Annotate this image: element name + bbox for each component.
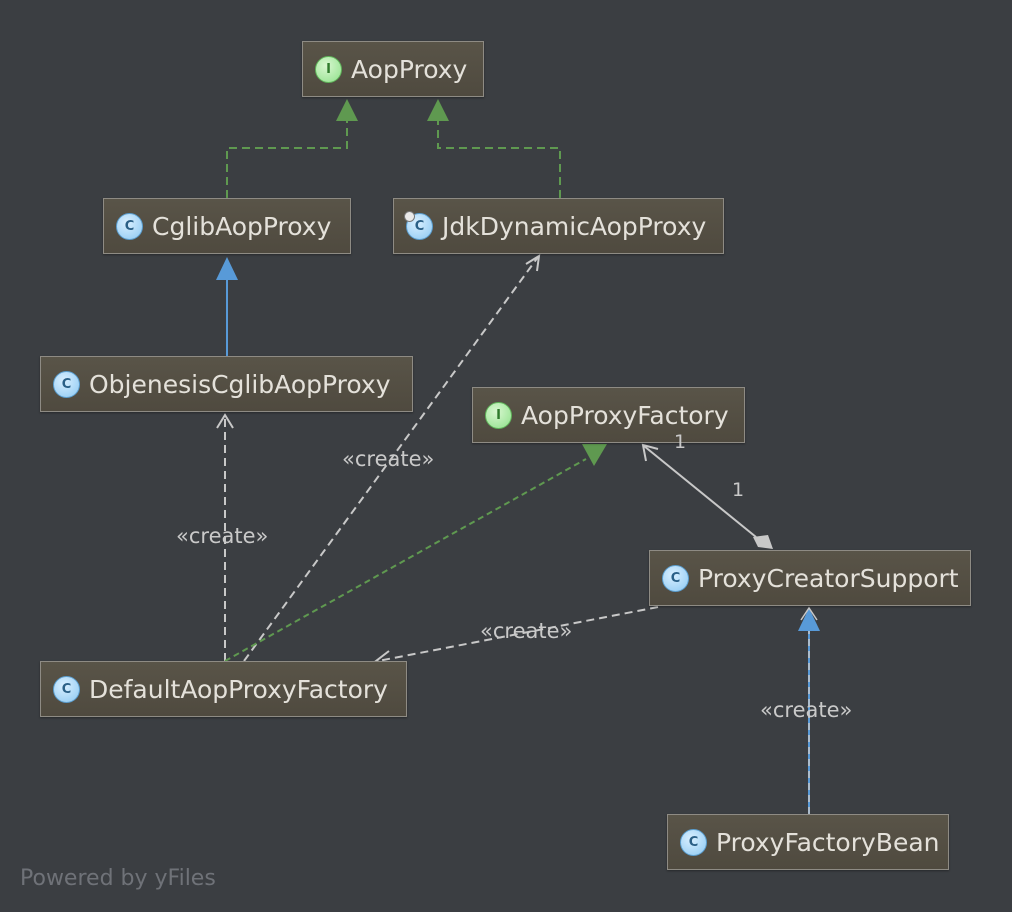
open-arrowhead <box>800 606 818 621</box>
open-arrowhead <box>525 254 541 272</box>
node-objenesis-cglib-aop-proxy[interactable]: C ObjenesisCglibAopProxy <box>40 356 413 412</box>
edge-jdk-implements-aopproxy <box>437 118 561 198</box>
edge-label-create-jdk: «create» <box>342 447 435 471</box>
edge-create-jdk <box>243 256 539 662</box>
node-proxy-factory-bean[interactable]: C ProxyFactoryBean <box>667 814 949 870</box>
node-label: JdkDynamicAopProxy <box>442 211 707 241</box>
node-cglib-aop-proxy[interactable]: C CglibAopProxy <box>103 198 351 254</box>
class-icon: C <box>53 370 80 398</box>
node-label: ProxyCreatorSupport <box>698 563 959 593</box>
node-default-aop-proxy-factory[interactable]: C DefaultAopProxyFactory <box>40 661 407 717</box>
edge-create-default <box>377 606 659 662</box>
multiplicity-target: 1 <box>674 431 687 453</box>
class-icon: C <box>680 828 707 856</box>
edge-label-create-proxyfactorybean: «create» <box>760 698 853 722</box>
generalization-arrowhead <box>216 257 238 280</box>
edge-default-implements-aopproxyfactory <box>224 458 587 662</box>
class-icon: C <box>53 675 80 703</box>
generalization-arrowhead <box>798 608 820 631</box>
open-arrowhead <box>216 413 234 429</box>
edge-label-create-default: «create» <box>480 619 573 643</box>
interface-icon: I <box>485 401 512 429</box>
realization-arrowhead <box>336 99 358 121</box>
node-label: AopProxy <box>351 54 468 84</box>
node-aop-proxy-factory[interactable]: I AopProxyFactory <box>472 387 745 443</box>
powered-by-footer: Powered by yFiles <box>20 866 216 891</box>
edge-aggregation-aopproxyfactory <box>643 445 757 538</box>
edge-cglib-implements-aopproxy <box>226 118 348 198</box>
interface-icon: I <box>315 55 342 83</box>
realization-arrowhead <box>582 444 607 466</box>
node-label: CglibAopProxy <box>152 211 332 241</box>
node-aop-proxy[interactable]: I AopProxy <box>302 41 484 97</box>
class-icon: C <box>116 212 143 240</box>
node-label: DefaultAopProxyFactory <box>89 674 388 704</box>
class-icon: C <box>662 564 689 592</box>
edge-label-create-objenesis: «create» <box>176 524 269 548</box>
node-label: AopProxyFactory <box>521 400 729 430</box>
open-arrowhead <box>641 443 659 462</box>
class-icon: C <box>404 210 433 240</box>
aggregation-diamond <box>753 535 773 549</box>
realization-arrowhead <box>427 99 449 121</box>
node-label: ProxyFactoryBean <box>716 827 940 857</box>
node-jdk-dynamic-aop-proxy[interactable]: C JdkDynamicAopProxy <box>393 198 724 254</box>
node-proxy-creator-support[interactable]: C ProxyCreatorSupport <box>649 550 971 606</box>
node-label: ObjenesisCglibAopProxy <box>89 369 391 399</box>
multiplicity-source: 1 <box>732 479 745 501</box>
pin-icon <box>404 210 415 222</box>
